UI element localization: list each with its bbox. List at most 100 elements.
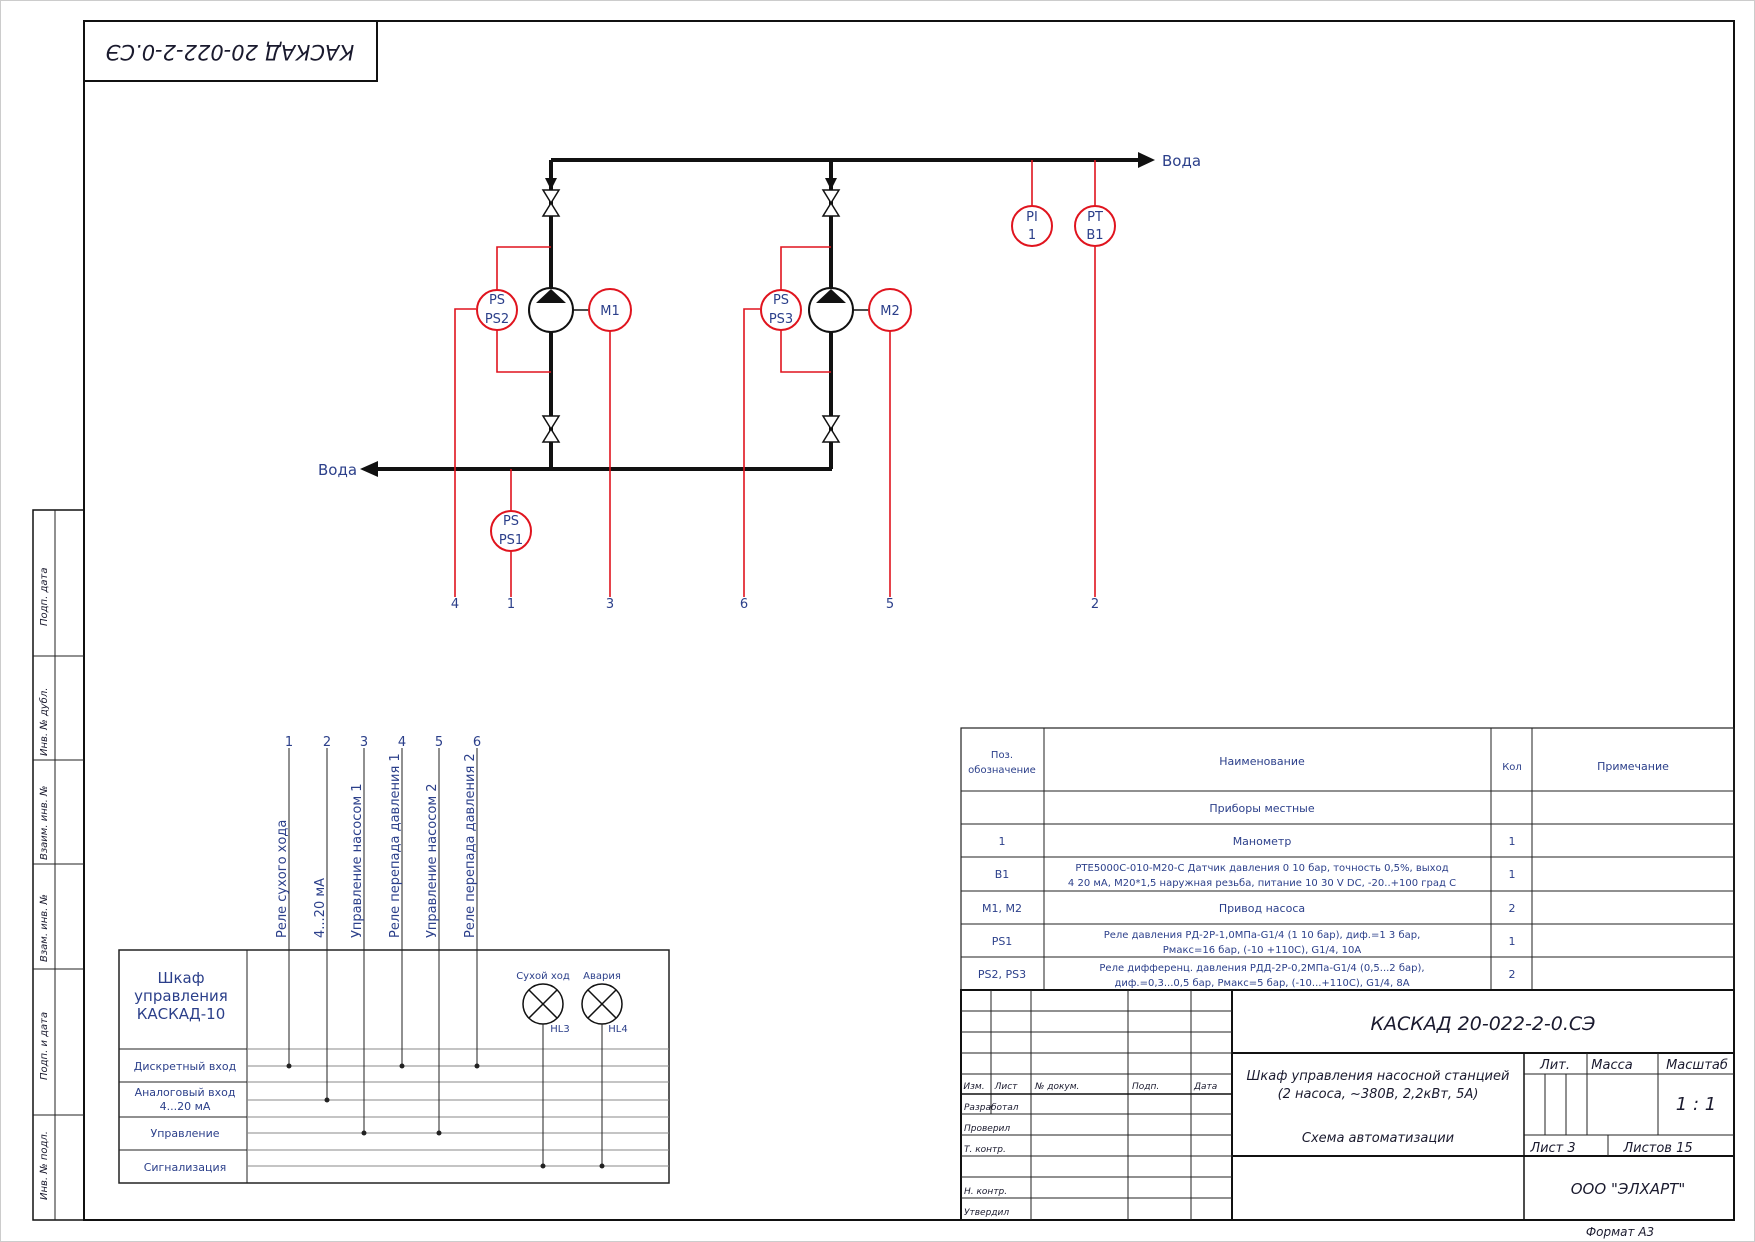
stamp-code: КАСКАД 20-022-2-0.СЭ bbox=[1371, 1013, 1596, 1035]
svg-text:3: 3 bbox=[360, 735, 368, 750]
svg-text:Изм.: Изм. bbox=[963, 1082, 984, 1092]
svg-text:Реле перепада давления 2: Реле перепада давления 2 bbox=[463, 753, 478, 938]
valve-pump2-bottom bbox=[821, 415, 841, 443]
side-label-5: Подп. и дата bbox=[39, 1012, 50, 1080]
svg-text:PT: PT bbox=[1087, 210, 1103, 225]
instrument-ps2: PS PS2 bbox=[476, 289, 518, 331]
svg-text:HL4: HL4 bbox=[608, 1024, 627, 1035]
motor-m2: M2 bbox=[868, 288, 912, 332]
svg-text:4 20 мА, M20*1,5 наружная резь: 4 20 мА, M20*1,5 наружная резьба, питани… bbox=[1068, 878, 1456, 889]
title-block bbox=[960, 989, 1735, 1221]
svg-text:Привод насоса: Привод насоса bbox=[1219, 902, 1305, 915]
svg-text:B1: B1 bbox=[1086, 228, 1103, 243]
water-in-arrow bbox=[360, 461, 378, 477]
stamp-subtitle: Схема автоматизации bbox=[1302, 1131, 1454, 1146]
svg-text:2: 2 bbox=[1091, 597, 1099, 612]
instrument-pt-b1: PT B1 bbox=[1074, 205, 1116, 247]
svg-text:2: 2 bbox=[1509, 902, 1516, 915]
svg-text:M1: M1 bbox=[600, 304, 620, 319]
svg-text:5: 5 bbox=[886, 597, 894, 612]
stamp-scale-value: 1 : 1 bbox=[1676, 1094, 1716, 1115]
side-label-1: Подп. дата bbox=[39, 568, 50, 626]
svg-text:Т. контр.: Т. контр. bbox=[964, 1145, 1006, 1155]
left-margin-strip: Подп. дата Инв. № дубл. Взаим. инв. № Вз… bbox=[32, 509, 85, 1221]
side-label-6: Инв. № подл. bbox=[39, 1131, 50, 1200]
instrument-ps3: PS PS3 bbox=[760, 289, 802, 331]
svg-text:4: 4 bbox=[451, 597, 459, 612]
svg-text:№ докум.: № докум. bbox=[1034, 1082, 1079, 1092]
hdr-note: Примечание bbox=[1597, 760, 1669, 773]
svg-text:PTE5000C-010-M20-C Датчик давл: PTE5000C-010-M20-C Датчик давления 0 10 … bbox=[1075, 863, 1448, 874]
cabinet-box bbox=[118, 949, 670, 1184]
svg-text:Лист: Лист bbox=[994, 1082, 1019, 1092]
side-label-3: Взаим. инв. № bbox=[39, 786, 50, 860]
hdr-name: Наименование bbox=[1219, 755, 1305, 768]
svg-text:Утвердил: Утвердил bbox=[964, 1208, 1009, 1218]
svg-text:1: 1 bbox=[507, 597, 515, 612]
row-control: Управление bbox=[150, 1127, 219, 1140]
svg-text:PS: PS bbox=[503, 514, 519, 529]
svg-text:1: 1 bbox=[1509, 868, 1516, 881]
spec-row-1: 1 Манометр 1 bbox=[999, 835, 1516, 848]
instrument-ps1: PS PS1 bbox=[490, 510, 532, 552]
svg-text:PS: PS bbox=[489, 293, 505, 308]
svg-text:2: 2 bbox=[1509, 968, 1516, 981]
stamp-format: Формат А3 bbox=[1586, 1225, 1654, 1239]
hdr-qty: Кол bbox=[1502, 762, 1522, 773]
instrument-lines bbox=[454, 160, 1096, 597]
svg-text:PS1: PS1 bbox=[992, 935, 1013, 948]
stamp-scale: Масштаб bbox=[1666, 1058, 1728, 1073]
svg-text:Управление насосом 2: Управление насосом 2 bbox=[425, 783, 440, 938]
svg-text:PS2, PS3: PS2, PS3 bbox=[978, 968, 1026, 981]
signal-labels: Реле сухого хода 4...20 мА Управление на… bbox=[275, 753, 478, 938]
svg-text:Pмакс=16 бар, (-10 +110С), G1/: Pмакс=16 бар, (-10 +110С), G1/4, 10А bbox=[1163, 945, 1362, 956]
svg-text:диф.=0,3...0,5 бар, Pмакс=5 ба: диф.=0,3...0,5 бар, Pмакс=5 бар, (-10...… bbox=[1114, 978, 1409, 989]
svg-text:1: 1 bbox=[1509, 935, 1516, 948]
stamp-title-1: Шкаф управления насосной станцией bbox=[1247, 1069, 1510, 1084]
instrument-pi1: PI 1 bbox=[1011, 205, 1053, 247]
valve-pump2-top bbox=[821, 189, 841, 217]
cabinet-title-1: Шкаф bbox=[157, 969, 204, 987]
svg-text:Н. контр.: Н. контр. bbox=[964, 1187, 1007, 1197]
water-out-label: Вода bbox=[1162, 152, 1201, 170]
svg-text:Дата: Дата bbox=[1193, 1082, 1217, 1092]
svg-text:Реле давления РД-2Р-1,0МПа-G1/: Реле давления РД-2Р-1,0МПа-G1/4 (1 10 ба… bbox=[1104, 930, 1421, 941]
cabinet-title-2: управления bbox=[134, 987, 228, 1005]
spec-row-2: B1 PTE5000C-010-M20-C Датчик давления 0 … bbox=[995, 863, 1516, 889]
svg-text:PS: PS bbox=[773, 293, 789, 308]
row-discrete-input: Дискретный вход bbox=[134, 1060, 237, 1073]
svg-text:1: 1 bbox=[1028, 228, 1036, 243]
valve-pump1-top bbox=[541, 189, 561, 217]
svg-text:1: 1 bbox=[285, 735, 293, 750]
svg-text:HL3: HL3 bbox=[550, 1024, 569, 1035]
stamp-sheet: Лист 3 bbox=[1529, 1141, 1575, 1156]
svg-text:1: 1 bbox=[1509, 835, 1516, 848]
water-out-arrow bbox=[1138, 152, 1155, 168]
svg-text:3: 3 bbox=[606, 597, 614, 612]
stamp-lit: Лит. bbox=[1539, 1058, 1570, 1073]
lamp-hl3: Сухой ход HL3 bbox=[516, 971, 570, 1169]
svg-text:PI: PI bbox=[1026, 210, 1038, 225]
side-label-2: Инв. № дубл. bbox=[38, 688, 50, 756]
svg-text:PS2: PS2 bbox=[485, 312, 509, 327]
svg-text:4...20 мА: 4...20 мА bbox=[313, 878, 328, 938]
svg-text:Реле дифференц. давления РДД-2: Реле дифференц. давления РДД-2Р-0,2МПа-G… bbox=[1099, 963, 1424, 974]
valve-pump1-bottom bbox=[541, 415, 561, 443]
hdr-pos-2: обозначение bbox=[968, 765, 1036, 776]
svg-text:Реле сухого хода: Реле сухого хода bbox=[275, 820, 290, 938]
row-signaling: Сигнализация bbox=[144, 1161, 227, 1174]
stamp-sheets: Листов 15 bbox=[1622, 1141, 1692, 1156]
svg-text:Реле перепада давления 1: Реле перепада давления 1 bbox=[388, 753, 403, 938]
stamp-title-2: (2 насоса, ~380В, 2,2кВт, 5А) bbox=[1278, 1087, 1479, 1102]
pump-2 bbox=[808, 287, 854, 333]
hdr-pos-1: Поз. bbox=[991, 750, 1013, 761]
svg-text:M2: M2 bbox=[880, 304, 900, 319]
spec-row-3: M1, M2 Привод насоса 2 bbox=[982, 902, 1515, 915]
stamp-mass: Масса bbox=[1591, 1058, 1632, 1073]
terminal-wires bbox=[286, 748, 480, 1136]
svg-text:PS1: PS1 bbox=[499, 533, 523, 548]
pump-1 bbox=[528, 287, 574, 333]
motor-m1: M1 bbox=[588, 288, 632, 332]
